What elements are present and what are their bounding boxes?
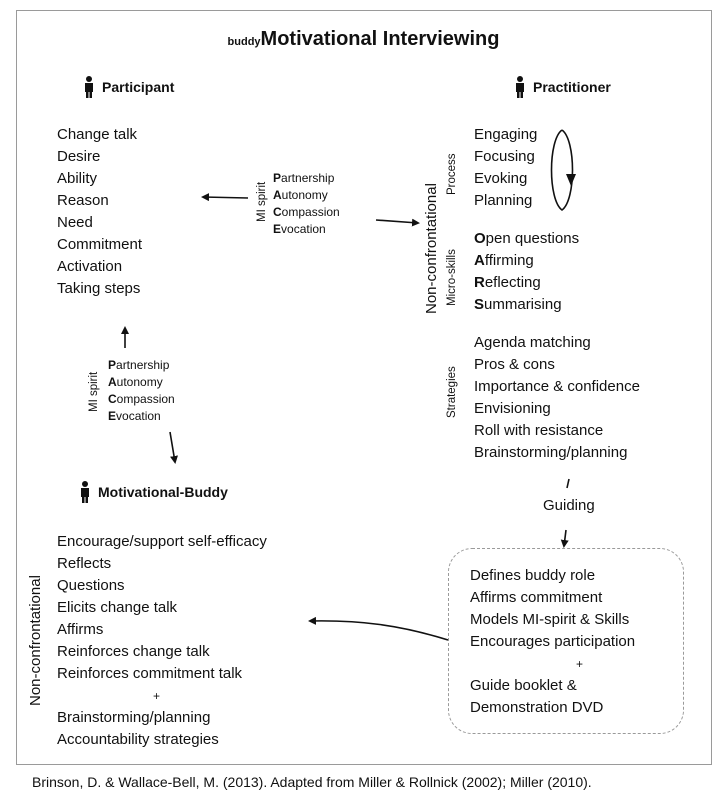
list-item: Activation xyxy=(57,258,123,275)
list-item: Compassion xyxy=(273,205,340,219)
list-item: Autonomy xyxy=(273,188,328,202)
arrow-guiding-to-box xyxy=(560,529,569,548)
title-prefix: buddy xyxy=(227,36,261,48)
list-item: Engaging xyxy=(474,126,538,143)
participant-heading: Participant xyxy=(84,76,174,101)
list-item: Guide booklet & xyxy=(470,677,577,694)
participant-list: Change talk Desire Ability Reason Need C… xyxy=(57,124,142,300)
practitioner-heading: Practitioner xyxy=(515,76,611,101)
list-item: Encourage/support self-efficacy xyxy=(57,533,267,550)
diagram-frame xyxy=(16,10,712,765)
practitioner-heading-label: Practitioner xyxy=(533,79,611,96)
list-item: Agenda matching xyxy=(474,334,591,351)
process-cycle-arrowhead xyxy=(566,174,576,186)
list-item: Demonstration DVD xyxy=(470,699,604,716)
strategies-list: Agenda matching Pros & cons Importance &… xyxy=(474,332,640,464)
arrow-down-to-buddy xyxy=(169,431,178,464)
list-item: Evocation xyxy=(273,222,326,236)
list-item: Commitment xyxy=(57,236,143,253)
list-item: Elicits change talk xyxy=(57,599,178,616)
list-item: Brainstorming/planning xyxy=(57,709,211,726)
list-item: Evoking xyxy=(474,170,528,187)
list-item: Desire xyxy=(57,148,101,165)
list-item: Brainstorming/planning xyxy=(474,444,628,461)
title-text: Motivational Interviewing xyxy=(260,28,500,50)
list-item: Accountability strategies xyxy=(57,731,219,748)
list-item: Pros & cons xyxy=(474,356,555,373)
list-item: Autonomy xyxy=(108,375,163,389)
list-item: Partnership xyxy=(273,171,335,185)
list-item: Reinforces commitment talk xyxy=(57,665,243,682)
list-item: Summarising xyxy=(474,296,562,313)
list-item: Planning xyxy=(474,192,533,209)
arrow-to-practitioner xyxy=(375,218,420,227)
list-item: Open questions xyxy=(474,230,580,247)
list-item: Envisioning xyxy=(474,400,551,417)
buddy-resources-list: Defines buddy role Affirms commitment Mo… xyxy=(470,565,635,719)
guiding-tick xyxy=(566,478,570,489)
list-item: Affirming xyxy=(474,252,534,269)
mi-spirit-left-list: Partnership Autonomy Compassion Evocatio… xyxy=(108,357,175,425)
list-item: Roll with resistance xyxy=(474,422,604,439)
list-item: Reason xyxy=(57,192,109,209)
person-icon xyxy=(80,481,90,506)
list-item: Ability xyxy=(57,170,98,187)
list-item: Compassion xyxy=(108,392,175,406)
plus-sign: + xyxy=(153,689,161,703)
list-item: Evocation xyxy=(108,409,161,423)
buddy-resources-box xyxy=(448,548,684,734)
buddy-heading-label: Motivational-Buddy xyxy=(98,484,228,501)
list-item: Affirms xyxy=(57,621,104,638)
guiding-label: Guiding xyxy=(543,497,595,514)
list-item: Focusing xyxy=(474,148,535,165)
list-item: Encourages participation xyxy=(470,633,636,650)
list-item: Reflects xyxy=(57,555,112,572)
buddy-heading: Motivational-Buddy xyxy=(80,481,228,506)
list-item: Partnership xyxy=(108,358,170,372)
process-list: Engaging Focusing Evoking Planning xyxy=(474,124,537,212)
mi-spirit-top-list: Partnership Autonomy Compassion Evocatio… xyxy=(273,170,340,238)
list-item: Affirms commitment xyxy=(470,589,603,606)
list-item: Change talk xyxy=(57,126,138,143)
list-item: Reflecting xyxy=(474,274,541,291)
person-icon xyxy=(84,76,94,101)
arrow-box-to-buddy xyxy=(308,616,449,641)
list-item: Need xyxy=(57,214,93,231)
participant-heading-label: Participant xyxy=(102,79,175,96)
arrow-to-participant xyxy=(201,193,249,202)
list-item: Defines buddy role xyxy=(470,567,596,584)
list-item: Questions xyxy=(57,577,125,594)
citation: Brinson, D. & Wallace-Bell, M. (2013). A… xyxy=(32,774,592,790)
list-item: Taking steps xyxy=(57,280,141,297)
list-item: Models MI-spirit & Skills xyxy=(470,611,630,628)
person-icon xyxy=(515,76,525,101)
list-item: Importance & confidence xyxy=(474,378,640,395)
plus-sign: + xyxy=(576,657,584,671)
process-cycle-arrow xyxy=(550,129,574,211)
micro-skills-list: Open questions Affirming Reflecting Summ… xyxy=(474,228,579,316)
buddy-list: Encourage/support self-efficacy Reflects… xyxy=(57,531,267,751)
list-item: Reinforces change talk xyxy=(57,643,210,660)
diagram-title: buddyMotivational Interviewing xyxy=(0,28,727,51)
